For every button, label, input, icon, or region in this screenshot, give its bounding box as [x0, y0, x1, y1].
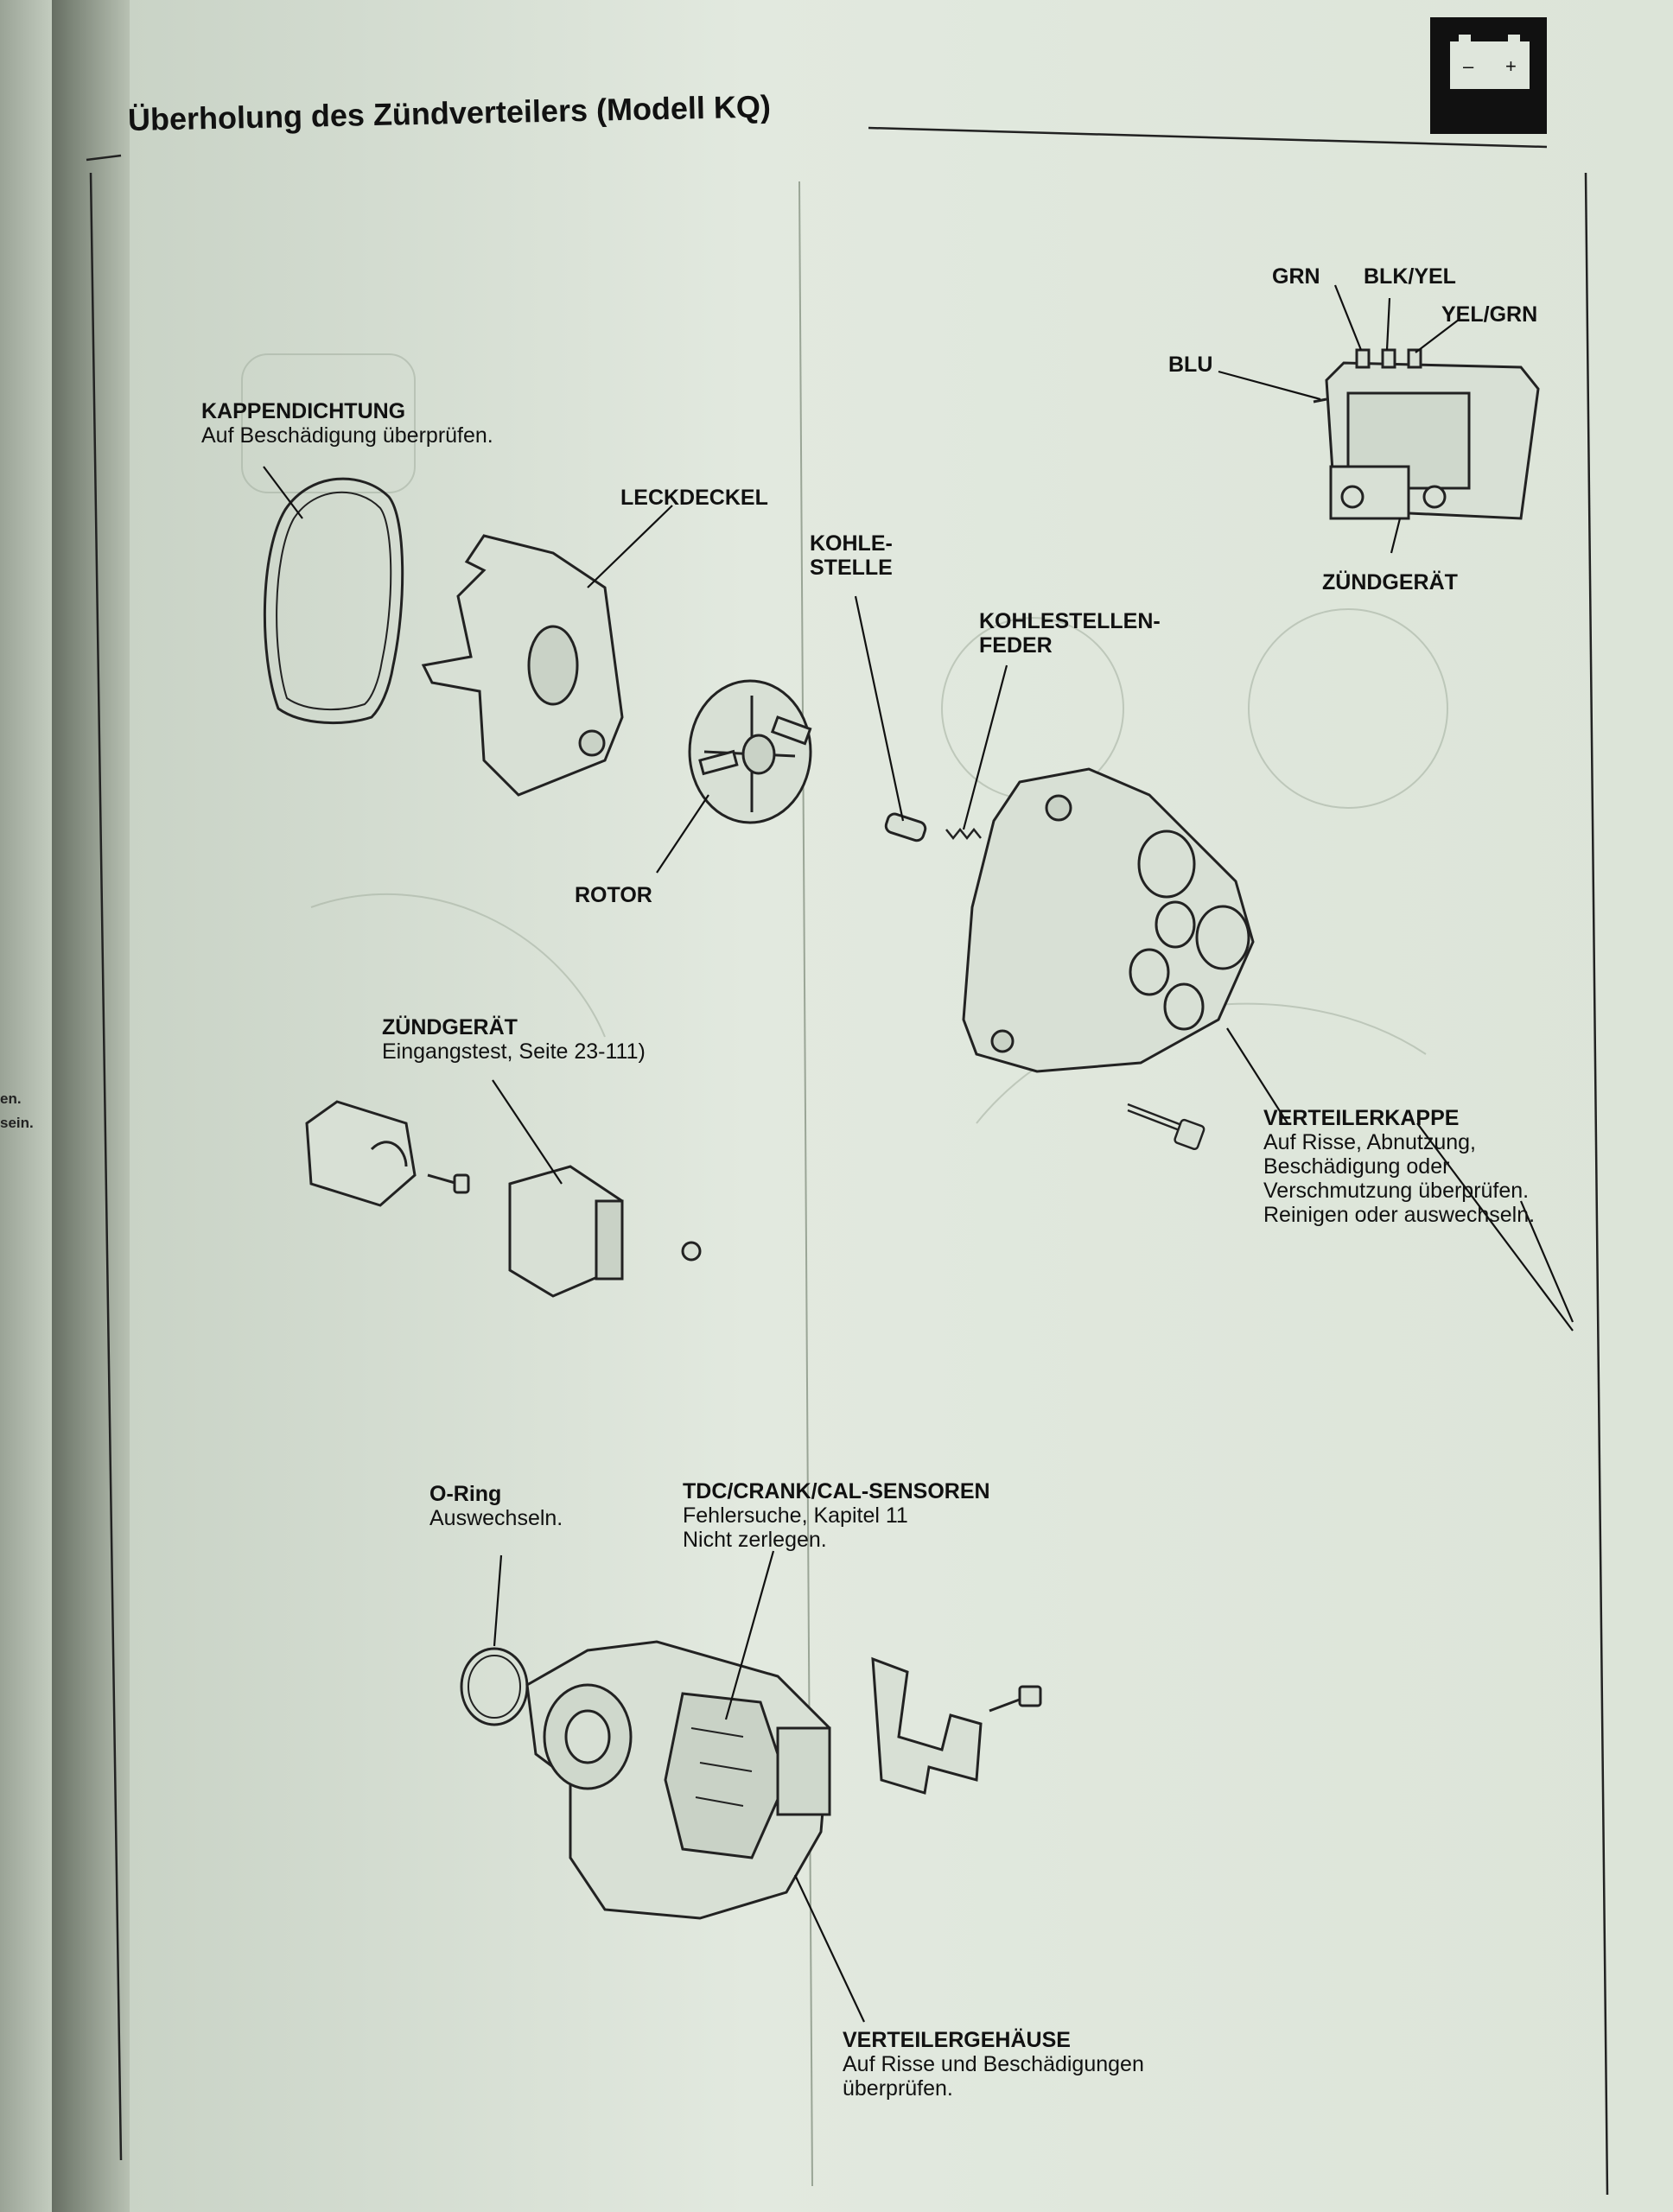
leader-lines — [263, 284, 1574, 2023]
part-name: LECKDECKEL — [620, 486, 768, 510]
leckdeckel-cover — [421, 534, 624, 797]
svg-text:–: – — [1463, 55, 1474, 77]
label-verteilerkappe: VERTEILERKAPPE Auf Risse, Abnutzung, Bes… — [1263, 1106, 1535, 1227]
part-note-line: Auf Risse, Abnutzung, — [1263, 1130, 1476, 1154]
o-ring-part — [460, 1647, 529, 1726]
label-zuendgeraet: ZÜNDGERÄT — [1322, 570, 1458, 594]
part-note-line: Reinigen oder auswechseln. — [1263, 1203, 1536, 1227]
label-wire-blk-yel: BLK/YEL — [1364, 264, 1456, 289]
part-name: VERTEILERKAPPE — [1263, 1106, 1460, 1130]
label-kohlestelle: KOHLE- STELLE — [810, 531, 893, 580]
label-sensoren: TDC/CRANK/CAL-SENSOREN Fehlersuche, Kapi… — [683, 1479, 990, 1552]
label-kohlestellenfeder: KOHLESTELLEN- FEDER — [979, 609, 1161, 658]
verteilergehaeuse-part — [525, 1640, 831, 1920]
part-note-line: überprüfen. — [843, 2076, 953, 2101]
verteilerkappe-part — [962, 767, 1255, 1073]
part-note: Auf Beschädigung überprüfen. — [201, 423, 493, 448]
part-name: ZÜNDGERÄT — [382, 1015, 518, 1039]
label-verteilergehaeuse: VERTEILERGEHÄUSE Auf Risse und Beschädig… — [843, 2028, 1144, 2101]
label-wire-blu: BLU — [1168, 353, 1212, 377]
label-rotor: ROTOR — [575, 883, 652, 907]
cap-bolt — [1127, 1103, 1205, 1151]
part-name: TDC/CRANK/CAL-SENSOREN — [683, 1479, 990, 1503]
wire-color: GRN — [1272, 264, 1320, 289]
kappendichtung-gasket — [263, 477, 404, 724]
zuendgeraet-module — [1313, 348, 1540, 520]
label-zuendgeraet-test: ZÜNDGERÄT Eingangstest, Seite 23-111) — [382, 1015, 646, 1064]
previous-page-edge: en. sein. — [0, 0, 52, 2212]
part-name: KAPPENDICHTUNG — [201, 399, 406, 423]
label-leckdeckel: LECKDECKEL — [620, 486, 768, 510]
svg-text:+: + — [1505, 55, 1517, 77]
kohlestelle-part — [884, 812, 927, 842]
wire-color: BLK/YEL — [1364, 264, 1456, 289]
battery-icon: – + — [1430, 17, 1547, 134]
zuendgeraet-small — [305, 1100, 702, 1298]
part-name-line1: KOHLESTELLEN- — [979, 609, 1161, 633]
label-o-ring: O-Ring Auswechseln. — [429, 1482, 563, 1530]
part-name: ROTOR — [575, 883, 652, 907]
part-name-line1: KOHLE- — [810, 531, 893, 556]
wire-color: BLU — [1168, 353, 1213, 377]
sensor-bracket — [871, 1656, 1042, 1795]
rotor-part — [688, 679, 812, 824]
previous-page-fragment: en. — [0, 1090, 22, 1107]
label-wire-yel-grn: YEL/GRN — [1441, 302, 1537, 327]
part-name: VERTEILERGEHÄUSE — [843, 2028, 1071, 2052]
section-frame — [86, 126, 1609, 2196]
part-note: Auswechseln. — [429, 1506, 563, 1530]
wire-color: YEL/GRN — [1441, 302, 1538, 327]
part-note-line: Fehlersuche, Kapitel 11 — [683, 1503, 908, 1528]
part-name: O-Ring — [429, 1482, 502, 1506]
label-wire-grn: GRN — [1272, 264, 1320, 289]
part-name-line2: STELLE — [810, 556, 893, 580]
part-name: ZÜNDGERÄT — [1322, 570, 1458, 594]
part-note-line: Beschädigung oder — [1263, 1154, 1450, 1179]
kohlestellenfeder-part — [945, 827, 982, 841]
bleed-through-art — [241, 353, 1448, 1124]
part-note-line: Nicht zerlegen. — [683, 1528, 827, 1552]
label-kappendichtung: KAPPENDICHTUNG Auf Beschädigung überprüf… — [201, 399, 493, 448]
part-note: Eingangstest, Seite 23-111) — [382, 1039, 646, 1064]
previous-page-fragment: sein. — [0, 1115, 34, 1131]
part-note-line: Verschmutzung überprüfen. — [1263, 1179, 1530, 1203]
part-name-line2: FEDER — [979, 633, 1053, 658]
part-note-line: Auf Risse und Beschädigungen — [843, 2052, 1144, 2076]
